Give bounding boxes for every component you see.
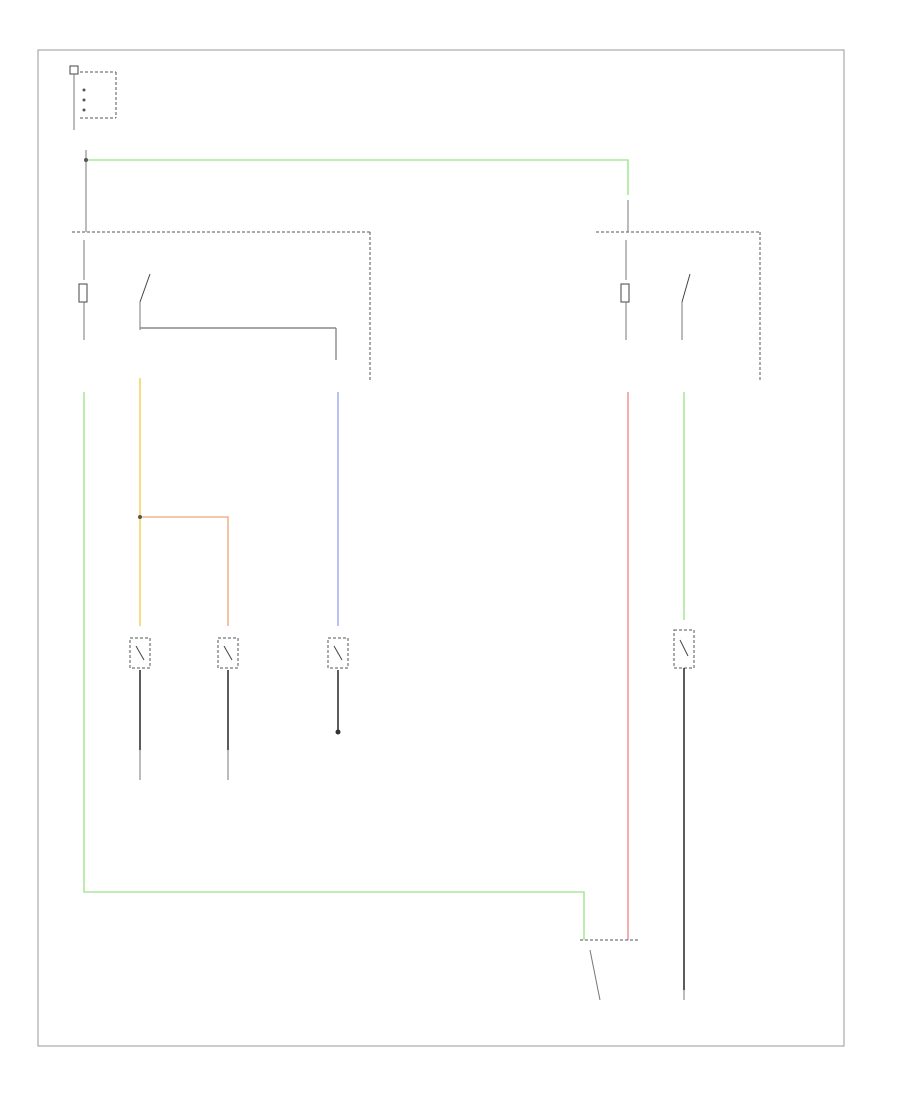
switch-1 <box>129 637 151 780</box>
header-fuse-block <box>69 65 117 130</box>
right-fuse-row <box>596 200 761 380</box>
wire-green-left <box>83 392 585 940</box>
splice-node-top <box>84 158 88 162</box>
wire-green-top <box>86 159 629 195</box>
diagram-border <box>37 49 845 1047</box>
splice-node-yellow <box>138 515 142 519</box>
switch-4 <box>673 629 695 1000</box>
left-relay-switch <box>139 273 337 360</box>
right-relay-switch <box>681 273 691 340</box>
bottom-connector <box>580 939 640 1001</box>
switch-2 <box>217 637 239 780</box>
switch-3 <box>327 637 349 735</box>
ground-node-3 <box>335 729 341 735</box>
left-fuse-row <box>72 200 371 380</box>
wire-orange <box>142 516 229 626</box>
